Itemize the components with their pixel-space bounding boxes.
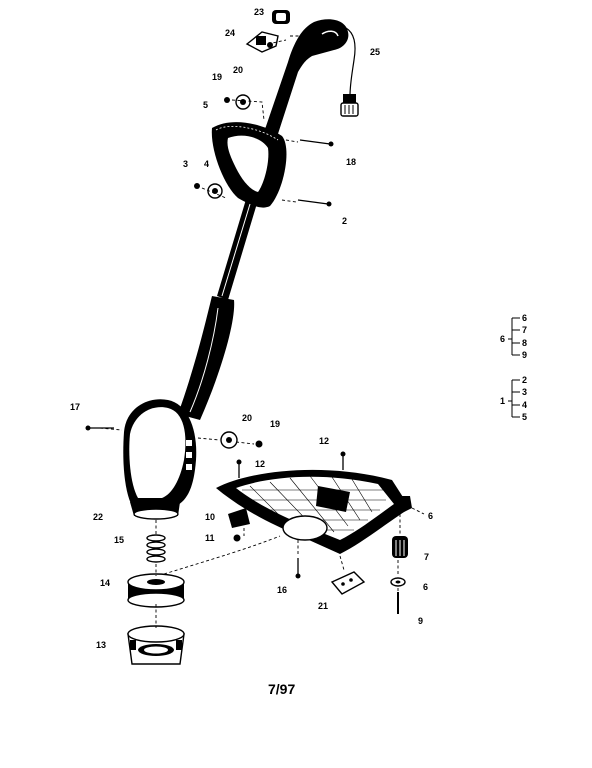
spool-cover	[127, 625, 185, 665]
callout-2: 2	[342, 216, 347, 226]
leader-lines	[99, 35, 425, 628]
group-key-b: 1 2 3 4 5	[500, 375, 527, 422]
callout-25: 25	[370, 47, 380, 57]
group-b-item-4: 5	[522, 412, 527, 422]
handle-knob-upper	[224, 94, 251, 110]
callout-4: 4	[204, 159, 209, 169]
group-key-a: 6 6 7 8 9	[500, 313, 527, 360]
spool	[127, 573, 185, 608]
callout-24: 24	[225, 28, 235, 38]
power-cord	[340, 27, 359, 117]
callout-12-left: 12	[255, 459, 265, 469]
callout-5: 5	[203, 100, 208, 110]
lower-tube	[178, 296, 235, 420]
group-b-item-2: 3	[522, 387, 527, 397]
group-b-item-3: 4	[522, 400, 527, 410]
group-b-item-1: 2	[522, 375, 527, 385]
callout-22: 22	[93, 512, 103, 522]
callout-21: 21	[318, 601, 328, 611]
callout-6-guard: 6	[428, 511, 433, 521]
callout-12-right: 12	[319, 436, 329, 446]
callout-20-lower: 20	[242, 413, 252, 423]
callout-15: 15	[114, 535, 124, 545]
bracket	[330, 571, 366, 595]
guard	[216, 469, 412, 554]
callout-3: 3	[183, 159, 188, 169]
callout-10: 10	[205, 512, 215, 522]
group-a-item-3: 8	[522, 338, 527, 348]
screws	[85, 139, 399, 614]
group-a-item-1: 6	[522, 313, 527, 323]
callout-14: 14	[100, 578, 110, 588]
callout-20-upper: 20	[233, 65, 243, 75]
group-a-parent: 6	[500, 334, 505, 344]
date-code: 7/97	[268, 681, 295, 697]
callout-19-upper: 19	[212, 72, 222, 82]
switch-parts	[245, 10, 290, 53]
callout-16: 16	[277, 585, 287, 595]
wheel	[390, 536, 408, 587]
group-b-parent: 1	[500, 396, 505, 406]
callouts: 23 24 25 19 20 5 18 3 4 2 17 20 19 12 12…	[70, 7, 433, 650]
callout-19-lower: 19	[270, 419, 280, 429]
motor-housing	[123, 399, 197, 520]
callout-11: 11	[205, 533, 215, 543]
callout-9: 9	[418, 616, 423, 626]
spring	[146, 534, 166, 563]
callout-6-washer: 6	[423, 582, 428, 592]
housing-knob	[220, 431, 263, 449]
group-a-item-2: 7	[522, 325, 527, 335]
assist-handle	[211, 122, 287, 208]
blade	[228, 508, 250, 542]
group-a-item-4: 9	[522, 350, 527, 360]
callout-13: 13	[96, 640, 106, 650]
shaft	[217, 196, 258, 300]
callout-23: 23	[254, 7, 264, 17]
upper-handle	[262, 19, 349, 141]
callout-17: 17	[70, 402, 80, 412]
callout-7: 7	[424, 552, 429, 562]
callout-18: 18	[346, 157, 356, 167]
